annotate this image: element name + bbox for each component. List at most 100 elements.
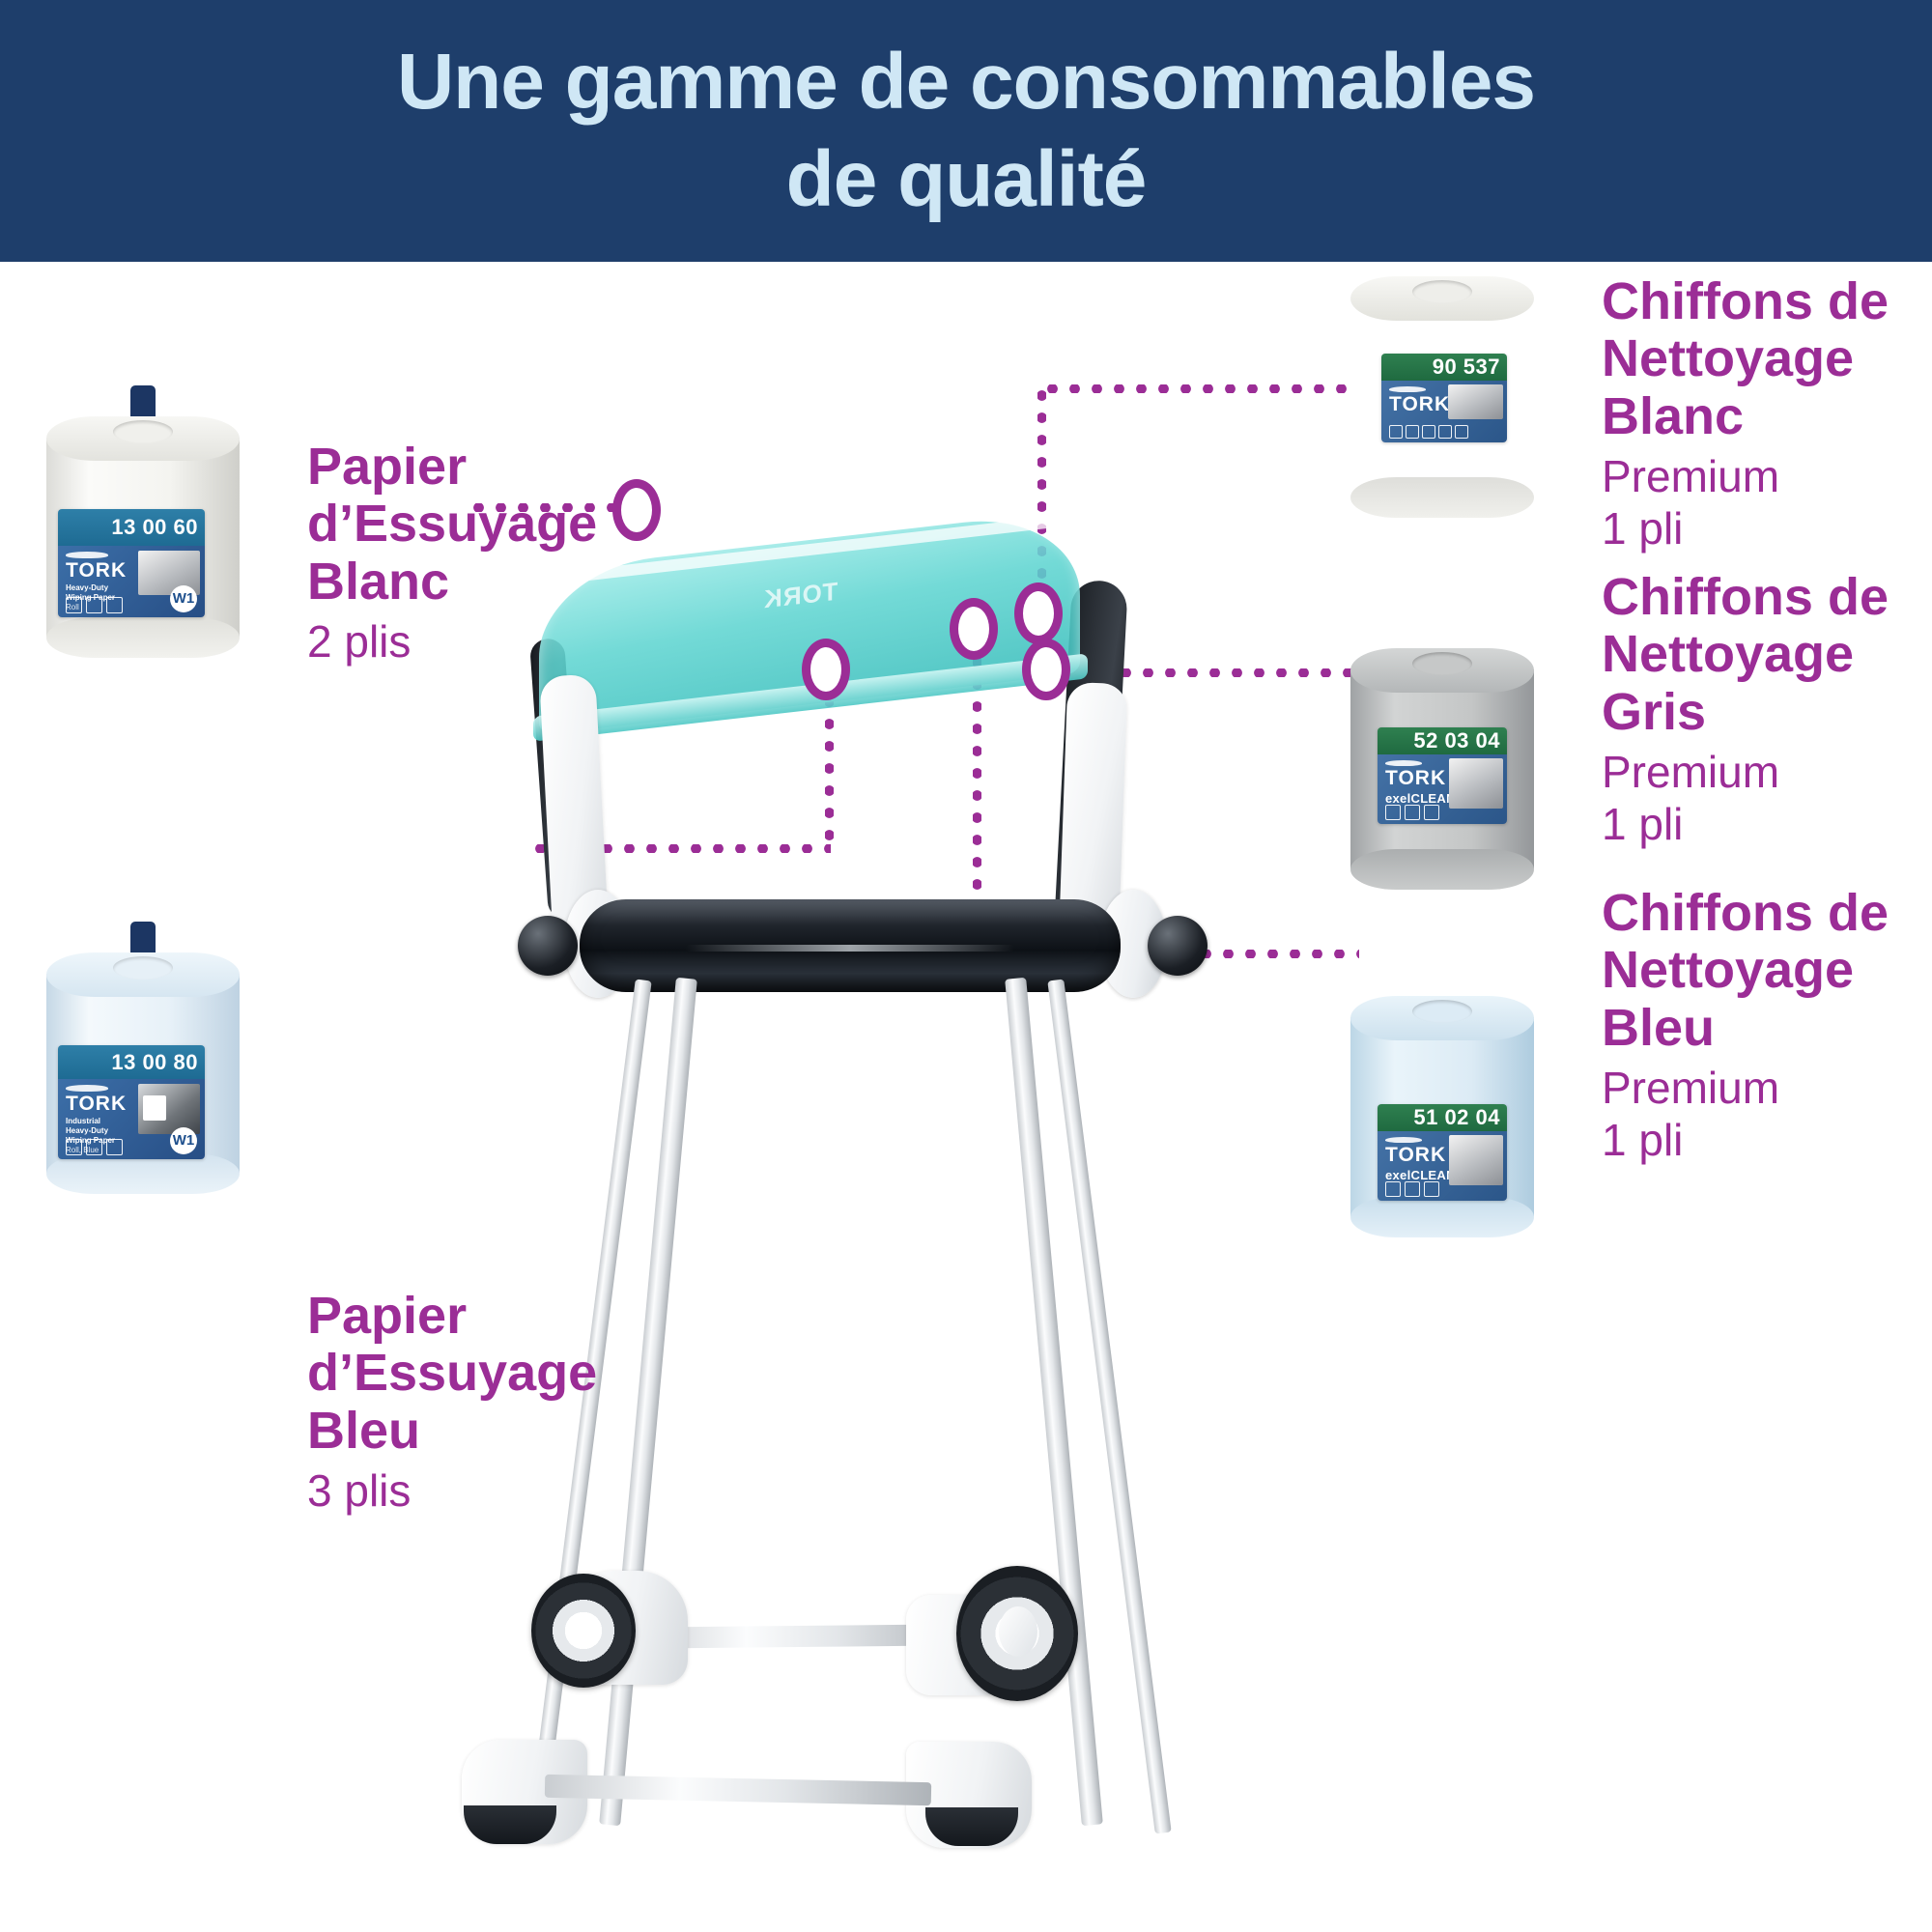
sub-line-1: Premium <box>1602 747 1780 798</box>
sticker-icon-row <box>1389 424 1468 439</box>
wheel-left <box>531 1574 636 1688</box>
wheel-right-hub <box>999 1606 1037 1657</box>
soft-flexible-icon <box>1405 1181 1420 1197</box>
sub-line-1: 2 plis <box>307 616 412 668</box>
connector-ring-lid[interactable] <box>612 479 661 541</box>
label-papier-bleu: Papier d’Essuyage Bleu 3 plis <box>307 1287 636 1518</box>
connector-ring-top-right[interactable] <box>1014 582 1063 644</box>
roll-bottom-face <box>46 617 240 658</box>
roll-bottom-face <box>1350 849 1534 890</box>
title-line-2: d’Essuyage <box>307 495 598 554</box>
product-roll-chiffons-bleu: 51 02 04 TORK exelCLEAN <box>1350 996 1534 1237</box>
roll-core-hole <box>1412 1000 1472 1023</box>
stand-leg-back-right <box>1047 979 1172 1834</box>
sticker-code-bar: 13 00 60 <box>58 509 205 547</box>
system-badge-w1: W1 <box>170 1126 197 1154</box>
sheet-count-icon <box>66 1138 82 1155</box>
tork-swoosh-icon <box>66 1085 108 1093</box>
roller-knob-left <box>518 916 578 976</box>
sticker-desc-line-1: Industrial <box>66 1117 101 1126</box>
sticker-desc-thin: Roll <box>66 602 79 611</box>
roll-bottom-face <box>1350 477 1534 518</box>
sub-line-2: 1 pli <box>1602 502 1684 554</box>
sticker-description: Industrial Heavy-Duty Wiping Paper Roll,… <box>66 1117 199 1154</box>
title-line-1: Chiffons de <box>1602 884 1889 942</box>
label-papier-blanc: Papier d’Essuyage Blanc 2 plis <box>307 438 626 668</box>
title-line-3: Bleu <box>307 1401 421 1460</box>
roll-core-hole <box>113 956 173 980</box>
connector-ring-lower-left[interactable] <box>802 639 850 700</box>
tork-swoosh-icon <box>1385 760 1422 766</box>
sticker-body: TORK <box>1381 380 1507 442</box>
sticker-brand: TORK <box>66 559 128 582</box>
label-chiffons-blanc: Chiffons de Nettoyage Blanc Premium 1 pl… <box>1602 272 1920 554</box>
tork-swoosh-icon <box>66 552 108 559</box>
sub-line-1: Premium <box>1602 451 1780 502</box>
sticker-icon-row <box>66 596 123 613</box>
ply-icon <box>86 596 102 613</box>
label-chiffons-bleu: Chiffons de Nettoyage Bleu Premium 1 pli <box>1602 884 1920 1166</box>
sticker-body: TORK Industrial Heavy-Duty Wiping Paper … <box>58 1079 205 1159</box>
aviation-icon <box>1424 1181 1439 1197</box>
sticker-icon-row <box>1385 805 1439 820</box>
sticker-icon-row <box>66 1138 123 1155</box>
label-papier-blanc-sub: 2 plis <box>307 616 626 668</box>
low-lint-icon <box>1389 424 1403 439</box>
product-roll-chiffons-gris: 52 03 04 TORK exelCLEAN <box>1350 648 1534 890</box>
sub-line-1: 3 plis <box>307 1465 412 1517</box>
magnifier-icon <box>1438 424 1452 439</box>
title-line-2: Nettoyage <box>1602 625 1855 684</box>
roll-bottom-face <box>46 1153 240 1194</box>
sticker-code: 90 537 <box>1432 354 1500 379</box>
title-line-1: Chiffons de <box>1602 568 1889 626</box>
label-chiffons-gris-title: Chiffons de Nettoyage Gris <box>1602 568 1920 741</box>
sticker-brand: TORK <box>1389 392 1451 415</box>
label-chiffons-gris: Chiffons de Nettoyage Gris Premium 1 pli <box>1602 568 1920 850</box>
label-chiffons-blanc-title: Chiffons de Nettoyage Blanc <box>1602 272 1920 445</box>
sticker-code-bar: 13 00 80 <box>58 1045 205 1080</box>
time-saving-icon <box>1406 424 1419 439</box>
product-roll-papier-bleu: 13 00 80 TORK Industrial Heavy-Duty Wipi… <box>46 922 240 1194</box>
sticker-code: 52 03 04 <box>1413 728 1500 753</box>
sticker-body: TORK exelCLEAN <box>1378 754 1507 824</box>
tork-swoosh-icon <box>1385 1137 1422 1143</box>
title-line-3: Gris <box>1602 682 1707 741</box>
oil-water-icon <box>1385 805 1401 820</box>
connector-line-papier-bleu <box>529 844 831 853</box>
label-papier-bleu-title: Papier d’Essuyage Bleu <box>307 1287 636 1460</box>
sub-line-1: Premium <box>1602 1063 1780 1114</box>
sheet-count-icon <box>66 596 82 613</box>
sub-line-2: 1 pli <box>1602 1114 1684 1165</box>
sticker-desc-thin: Roll, Blue <box>66 1145 99 1154</box>
title-line-1: Chiffons de <box>1602 272 1889 330</box>
system-badge-w1: W1 <box>170 584 197 612</box>
stand-foot-pad-right <box>925 1807 1018 1846</box>
solvent-suitable-icon <box>1424 805 1439 820</box>
sticker-brand: TORK <box>66 1093 128 1116</box>
content-stage: TORK <box>0 262 1932 1932</box>
sticker-code-bar: 51 02 04 <box>1378 1104 1507 1131</box>
sticker-desc-line-3: Wiping Paper <box>66 1135 116 1145</box>
sticker-code: 13 00 60 <box>111 515 198 540</box>
sticker-brand: TORK <box>1385 1144 1447 1166</box>
sticker-photo <box>1448 758 1503 809</box>
sticker-code: 13 00 80 <box>111 1049 198 1074</box>
product-sticker: 90 537 TORK <box>1381 354 1507 442</box>
sticker-subbrand: exelCLEAN <box>1385 1168 1456 1182</box>
product-sticker: 13 00 60 TORK Heavy-Duty Wiping Paper Ro… <box>58 509 205 617</box>
sticker-subbrand: exelCLEAN <box>1385 791 1456 806</box>
connector-line-papier-bleu-vert <box>825 691 834 848</box>
sticker-brand: TORK <box>1385 767 1447 789</box>
sticker-body: TORK Heavy-Duty Wiping Paper Roll W1 <box>58 546 205 617</box>
sticker-code-bar: 52 03 04 <box>1378 727 1507 754</box>
page-title: Une gamme de consommables de qualité <box>145 34 1787 227</box>
connector-ring-center[interactable] <box>950 598 998 660</box>
connector-line-chiffons-gris <box>1070 668 1360 677</box>
sticker-desc-line-2: Heavy-Duty <box>66 1126 109 1136</box>
roll-core-hole <box>1412 280 1472 303</box>
title-line-1: Papier <box>307 1287 468 1345</box>
connector-ring-lower-right[interactable] <box>1022 639 1070 700</box>
label-papier-blanc-title: Papier d’Essuyage Blanc <box>307 438 626 611</box>
header-banner: Une gamme de consommables de qualité <box>0 0 1932 262</box>
label-papier-bleu-sub: 3 plis <box>307 1465 636 1517</box>
